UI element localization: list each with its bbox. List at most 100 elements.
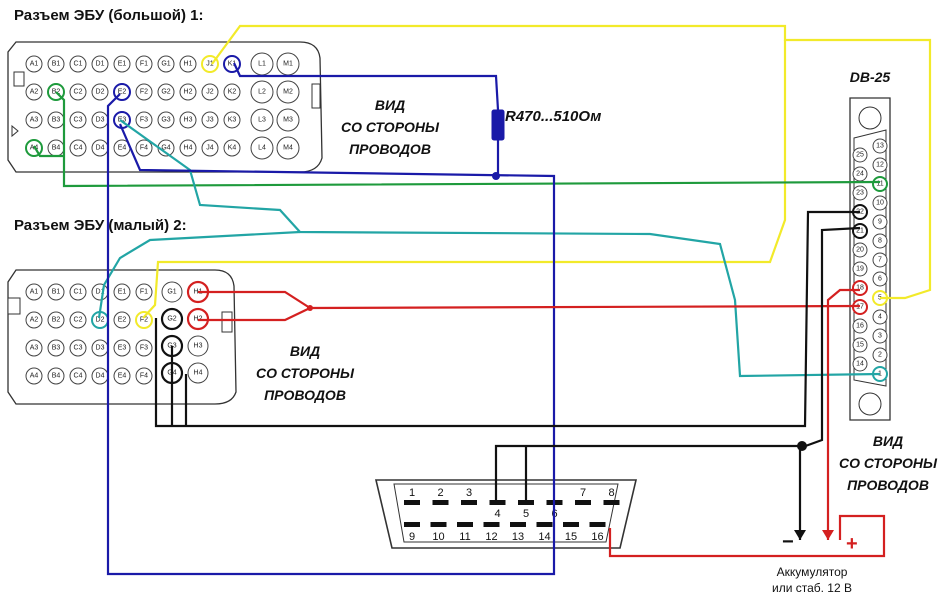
db25-title: DB-25 <box>850 69 891 85</box>
big-pin-e1-label: E1 <box>118 61 127 68</box>
big-view-line1: ВИД <box>375 97 405 113</box>
big-pin-f3-label: F3 <box>140 117 148 124</box>
big-pin-b1-circle <box>47 55 65 73</box>
battery-minus-sign: − <box>782 531 794 553</box>
wire-yellow-f2 <box>142 40 787 319</box>
db25-screw-top <box>858 106 882 130</box>
big-connector-key-arrow <box>11 124 19 138</box>
big-pin-a3-label: A3 <box>30 117 39 124</box>
obd-connector-body <box>374 479 638 549</box>
big-pin-k2-circle <box>223 83 241 101</box>
db25-view-line3: ПРОВОДОВ <box>847 477 929 493</box>
obd-pin-13-label: 13 <box>512 531 524 543</box>
obd-pin-9-label: 9 <box>409 531 415 543</box>
big-pin-l2-large-circle <box>250 80 274 104</box>
obd-pin-3-label: 3 <box>466 487 472 499</box>
small-pin-c1-circle <box>69 283 87 301</box>
big-pin-k2-label: K2 <box>228 89 237 96</box>
big-pin-h3-circle <box>179 111 197 129</box>
db25-pin-3-label: 3 <box>878 333 882 340</box>
obd-pin-1-contact <box>404 500 420 505</box>
big-pin-k3-label: K3 <box>228 117 237 124</box>
big-pin-e2-label: E2 <box>118 89 127 96</box>
db25-pin-7-label: 7 <box>878 257 882 264</box>
small-pin-c2-circle <box>69 311 87 329</box>
db25-pin-4-circle <box>872 309 888 325</box>
small-pin-f4-label: F4 <box>140 373 148 380</box>
wire-red-18 <box>826 288 860 540</box>
small-pin-c4-label: C4 <box>74 373 83 380</box>
big-pin-k4-label: K4 <box>228 145 237 152</box>
big-pin-l3-large-label: L3 <box>258 117 266 124</box>
obd-pin-16-label: 16 <box>591 531 603 543</box>
wire-yellow-j1 <box>211 24 932 300</box>
obd-pin-2-contact <box>432 500 449 505</box>
db25-view-line2: СО СТОРОНЫ <box>839 455 938 471</box>
db25-pin-14-circle <box>852 356 868 372</box>
big-pin-h1-label: H1 <box>184 61 193 68</box>
db25-view-line1: ВИД <box>873 433 903 449</box>
small-view-line1: ВИД <box>290 343 320 359</box>
big-pin-k1-label: K1 <box>228 61 237 68</box>
small-pin-a4-label: A4 <box>30 373 39 380</box>
db25-pin-7-circle <box>872 252 888 268</box>
big-pin-c4-label: C4 <box>74 145 83 152</box>
obd-pin-7-label: 7 <box>580 487 586 499</box>
big-pin-d4-label: D4 <box>96 145 105 152</box>
db25-pin-12-label: 12 <box>876 162 884 169</box>
big-pin-g1-circle <box>157 55 175 73</box>
big-pin-l2-large-label: L2 <box>258 89 266 96</box>
junction-black <box>797 441 807 451</box>
small-pin-c2-label: C2 <box>74 317 83 324</box>
junction-blue <box>492 172 500 180</box>
big-pin-h4-circle <box>179 139 197 157</box>
db25-pin-8-label: 8 <box>878 238 882 245</box>
big-pin-g4-label: G4 <box>161 145 170 152</box>
big-pin-h2-circle <box>179 83 197 101</box>
big-pin-j3-circle <box>201 111 219 129</box>
big-pin-c1-circle <box>69 55 87 73</box>
big-pin-j2-label: J2 <box>206 89 214 96</box>
small-pin-d3-label: D3 <box>96 345 105 352</box>
big-pin-c4-circle <box>69 139 87 157</box>
db25-pin-19-circle <box>852 261 868 277</box>
big-pin-e3-label: E3 <box>118 117 127 124</box>
db25-pin-18-label: 18 <box>856 285 864 292</box>
big-pin-j3-label: J3 <box>206 117 214 124</box>
big-pin-c3-circle <box>69 111 87 129</box>
small-pin-e4-label: E4 <box>118 373 127 380</box>
obd-pin-7-contact <box>575 500 591 505</box>
small-pin-b3-circle <box>47 339 65 357</box>
small-pin-b2-circle <box>47 311 65 329</box>
obd-pin-15-label: 15 <box>565 531 577 543</box>
small-pin-e3-circle <box>113 339 131 357</box>
big-pin-j2-circle <box>201 83 219 101</box>
small-pin-a1-circle <box>25 283 43 301</box>
big-pin-f4-label: F4 <box>140 145 148 152</box>
big-pin-f2-circle <box>135 83 153 101</box>
small-connector-tab <box>7 297 21 315</box>
small-pin-a2-circle <box>25 311 43 329</box>
obd-pin-8-label: 8 <box>608 487 614 499</box>
big-pin-g2-circle <box>157 83 175 101</box>
big-pin-g3-circle <box>157 111 175 129</box>
db25-pin-20-label: 20 <box>856 247 864 254</box>
big-pin-c2-circle <box>69 83 87 101</box>
small-pin-c3-label: C3 <box>74 345 83 352</box>
wire-blue-e2 <box>106 93 556 576</box>
small-pin-b4-circle <box>47 367 65 385</box>
big-pin-l4-large-circle <box>250 136 274 160</box>
big-pin-a2-circle <box>25 83 43 101</box>
db25-pin-11-label: 11 <box>876 181 883 188</box>
db25-pin-10-label: 10 <box>876 200 884 207</box>
battery-label-line1: Аккумулятор <box>777 565 848 579</box>
small-pin-h3-circle <box>187 335 209 357</box>
db25-pin-16-circle <box>852 318 868 334</box>
big-pin-l1-large-label: L1 <box>258 61 266 68</box>
big-pin-m3-large-circle <box>276 108 300 132</box>
obd-pin-4-contact <box>489 500 506 505</box>
